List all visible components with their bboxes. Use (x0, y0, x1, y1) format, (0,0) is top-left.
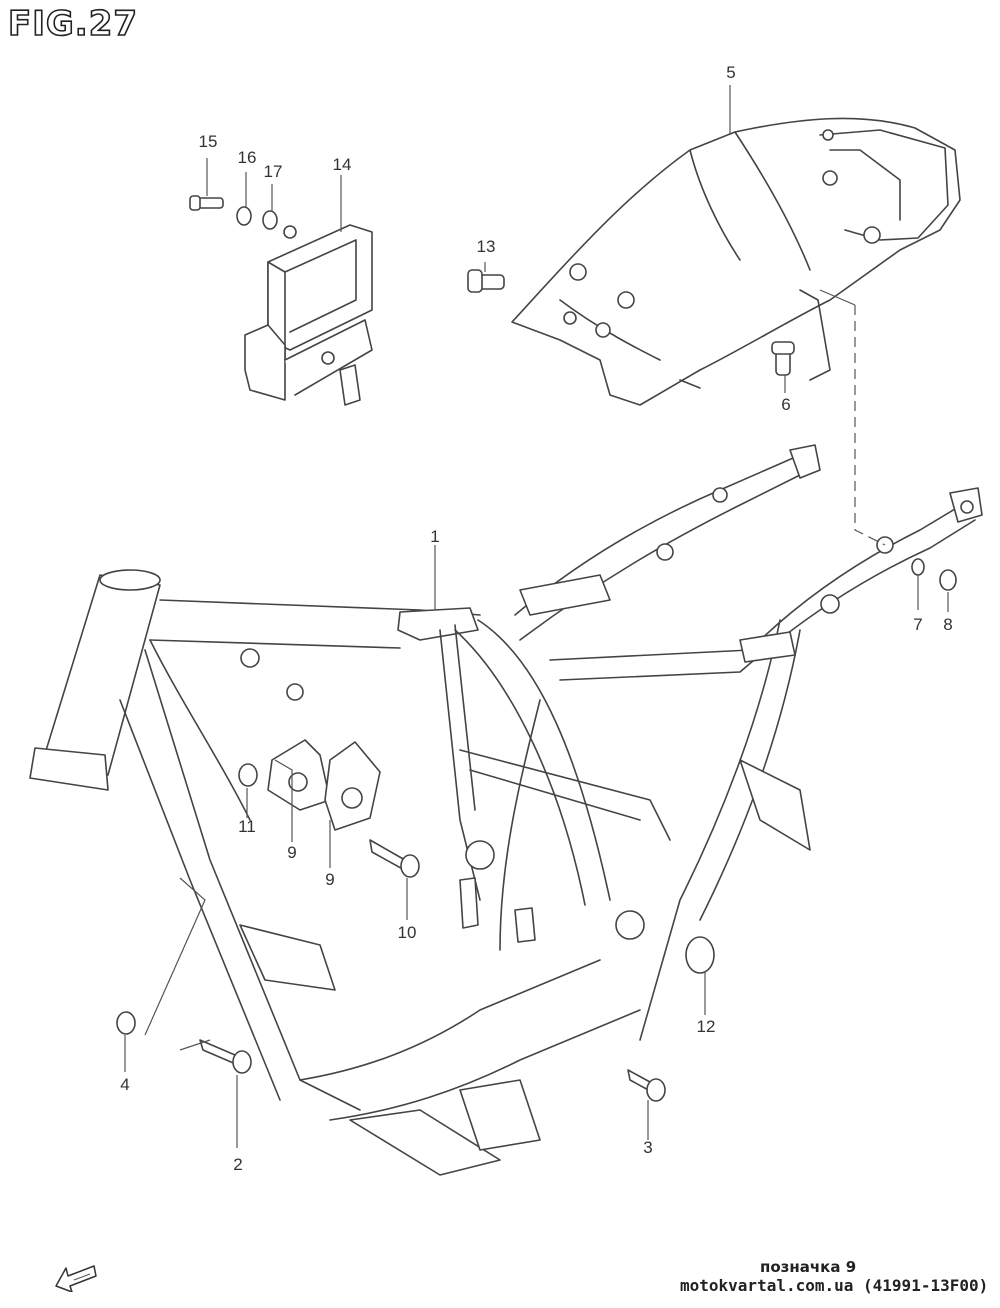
callout-9b: 9 (325, 870, 335, 889)
footer-source: motokvartal.com.ua (41991-13F00) (680, 1276, 989, 1295)
callout-9a: 9 (287, 843, 297, 862)
callout-12: 12 (696, 1017, 716, 1036)
callout-16: 16 (237, 148, 257, 167)
nut-8-part (939, 569, 957, 591)
main-frame-part (29, 444, 983, 1176)
bolt-15-part (189, 195, 224, 211)
battery-case-part (244, 224, 373, 406)
callout-2: 2 (233, 1155, 243, 1174)
bolt-2-part (199, 1039, 252, 1074)
washer-7-part (911, 558, 925, 576)
callout-10: 10 (397, 923, 417, 942)
leader-lines (124, 85, 949, 1148)
nut-4-part (116, 1011, 136, 1035)
footer-label: позначка 9 (760, 1258, 857, 1276)
cap-12-part (685, 936, 715, 974)
callout-1: 1 (430, 527, 440, 546)
callout-11: 11 (238, 817, 256, 836)
callout-7: 7 (913, 615, 923, 634)
rear-fender-part (511, 117, 961, 406)
callout-6: 6 (781, 395, 791, 414)
callout-5: 5 (726, 63, 736, 82)
bolt-3-part (627, 1069, 666, 1102)
callout-3: 3 (643, 1138, 653, 1157)
callout-4: 4 (120, 1075, 130, 1094)
callout-14: 14 (332, 155, 352, 174)
nut-11-part (238, 763, 258, 787)
callout-8: 8 (943, 615, 953, 634)
bolt-10-part (369, 839, 420, 878)
callout-17: 17 (263, 162, 283, 181)
washer-16-part (236, 206, 252, 226)
nut-17-part (262, 210, 278, 230)
callout-15: 15 (198, 132, 218, 151)
callout-13: 13 (476, 237, 496, 256)
bolt-13-part (467, 269, 505, 293)
engine-mount-plate-part (267, 739, 381, 831)
forward-arrow-icon (55, 1265, 97, 1292)
figure-title: FIG.27 (7, 3, 139, 45)
bolt-6-part (771, 341, 795, 376)
